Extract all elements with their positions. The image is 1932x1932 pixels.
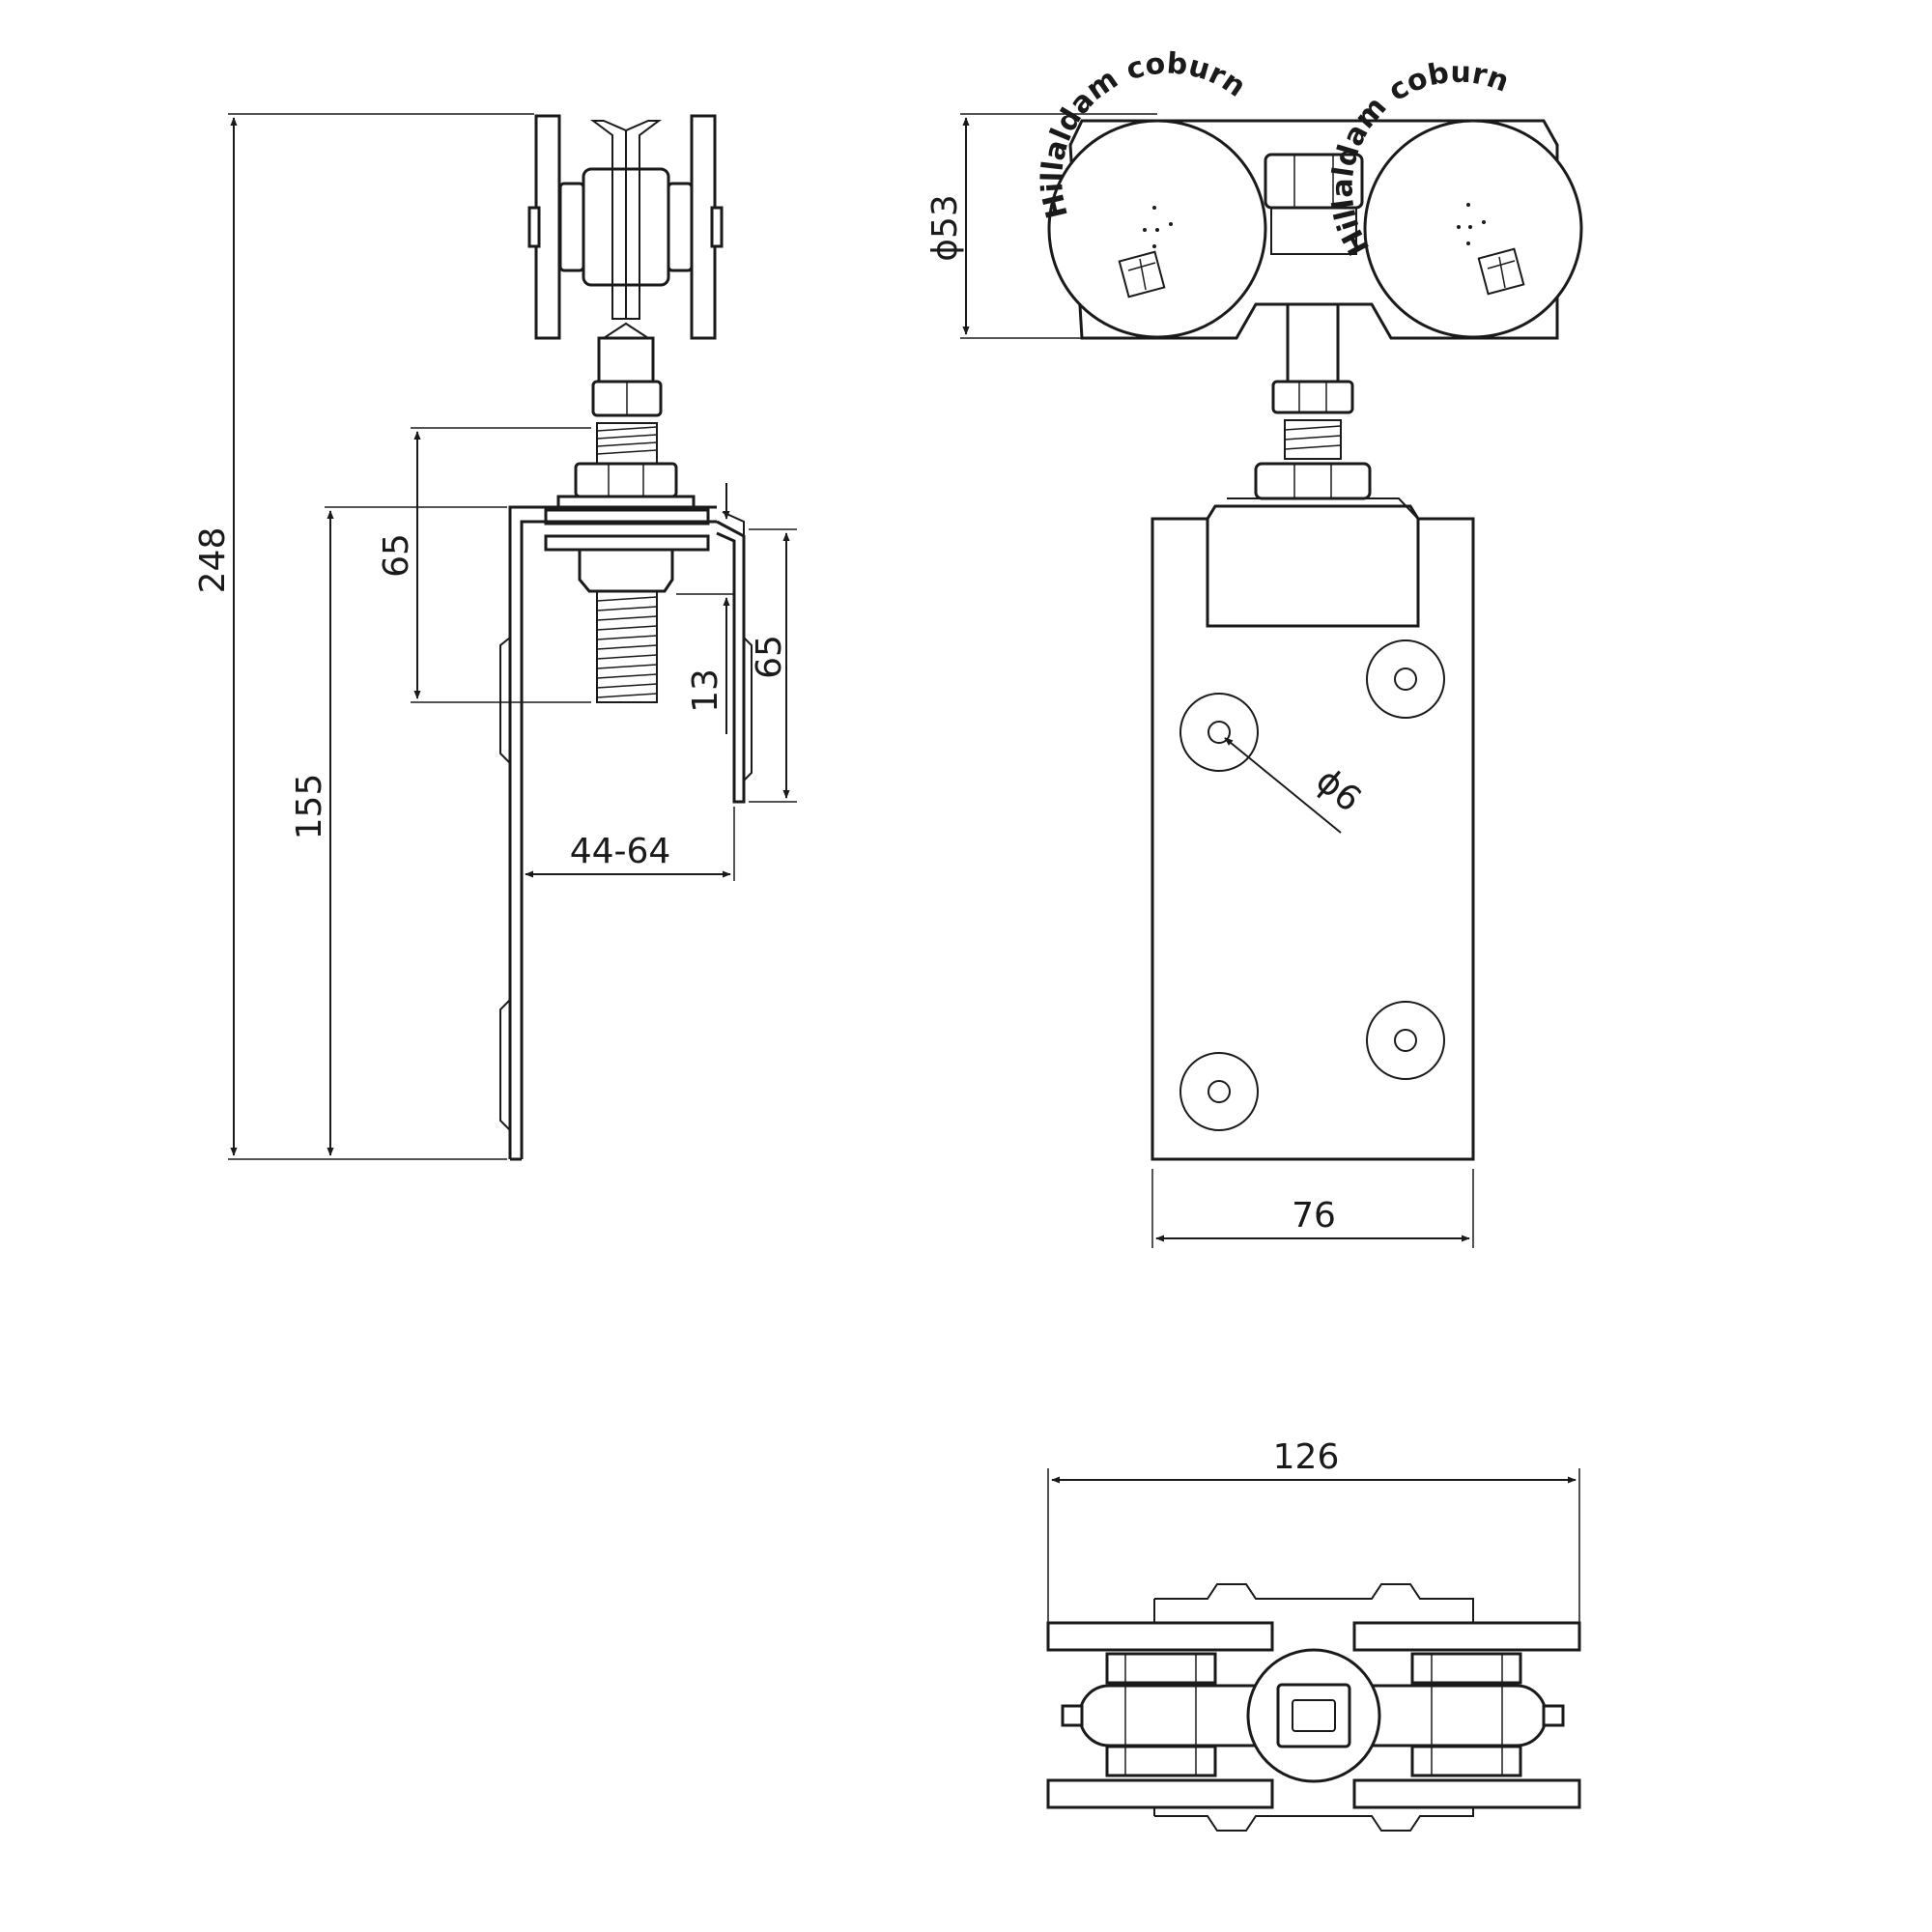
logo-right: [1477, 247, 1525, 296]
front-top-nut: [1271, 380, 1354, 414]
bracket-inner: [520, 520, 717, 1159]
bearing-left: [558, 182, 585, 272]
top-bearings: [1105, 1652, 1522, 1777]
leader-hole: [1224, 737, 1342, 834]
lower-washer: [544, 534, 710, 552]
dim-label-126: 126: [1273, 1437, 1340, 1477]
mounting-holes: [1179, 639, 1445, 1131]
dim-label-13: 13: [686, 668, 725, 713]
carrier-frame: [590, 120, 662, 320]
bolt-collar: [578, 548, 674, 593]
top-wheel-lower-right: [1352, 1778, 1581, 1809]
dim-label-65-plate: 65: [750, 635, 789, 679]
center-block: [1270, 207, 1357, 255]
front-view: Hillaldam coburn Hillaldam coburn: [925, 46, 1583, 1248]
hole-bottom-left: [1179, 1052, 1259, 1131]
frame-bottom: [1154, 1792, 1474, 1832]
dim-plate-height: 65: [749, 528, 797, 803]
hole-lower-right: [1366, 1001, 1445, 1080]
dim-label-155: 155: [290, 774, 329, 840]
center-hex: [1276, 1683, 1351, 1748]
side-view: 248 155 65 65 13: [193, 113, 797, 1161]
plate-pad: [743, 637, 753, 781]
dim-offset: 13: [676, 483, 734, 734]
dim-label-248: 248: [193, 527, 233, 594]
dim-label-hole-diameter: ϕ6: [1308, 760, 1368, 819]
front-stem: [1286, 302, 1340, 384]
pad-lower: [499, 999, 511, 1131]
top-wheel-upper-left: [1046, 1621, 1274, 1652]
dim-overall-width: 126: [1047, 1437, 1580, 1623]
axle-end-left: [1061, 1704, 1084, 1727]
stem: [597, 336, 655, 384]
dim-label-65-bolt: 65: [377, 533, 416, 578]
pad-upper: [499, 637, 511, 764]
hole-top-right: [1366, 639, 1445, 719]
logo-left: [1118, 250, 1166, 298]
frame-top: [1154, 1583, 1474, 1623]
front-lower-nut: [1254, 462, 1372, 500]
top-view: 126: [1046, 1437, 1581, 1832]
hanging-plate: [716, 520, 746, 804]
dim-wheel-diameter: ϕ53: [925, 113, 1157, 339]
front-spring: [1284, 419, 1342, 460]
wheel-right: [1363, 119, 1583, 339]
bearing-right: [667, 182, 694, 272]
dim-label-53: ϕ53: [925, 194, 965, 262]
plate-saddle: [1206, 504, 1420, 628]
top-wheel-lower-left: [1046, 1778, 1274, 1809]
axle-cap-left: [527, 206, 541, 248]
dim-bolt-length: 65: [377, 427, 591, 703]
threaded-bolt: [596, 590, 658, 703]
spring: [596, 422, 658, 465]
lower-nut: [574, 462, 678, 498]
hole-mid-left: [1179, 693, 1259, 772]
bracket-outer: [508, 505, 717, 1159]
dim-label-76: 76: [1292, 1196, 1336, 1236]
axle-end-right: [1542, 1704, 1565, 1727]
top-wheel-upper-right: [1352, 1621, 1581, 1652]
dim-overall-height: 248: [193, 113, 534, 1160]
wheel-dots: [1143, 203, 1486, 248]
dim-label-44-64: 44-64: [570, 832, 671, 871]
dim-plate-width: 76: [1151, 1169, 1474, 1248]
dim-bracket-height: 155: [290, 506, 507, 1156]
dim-gap: 44-64: [525, 807, 735, 881]
axle-cap-right: [710, 206, 724, 248]
